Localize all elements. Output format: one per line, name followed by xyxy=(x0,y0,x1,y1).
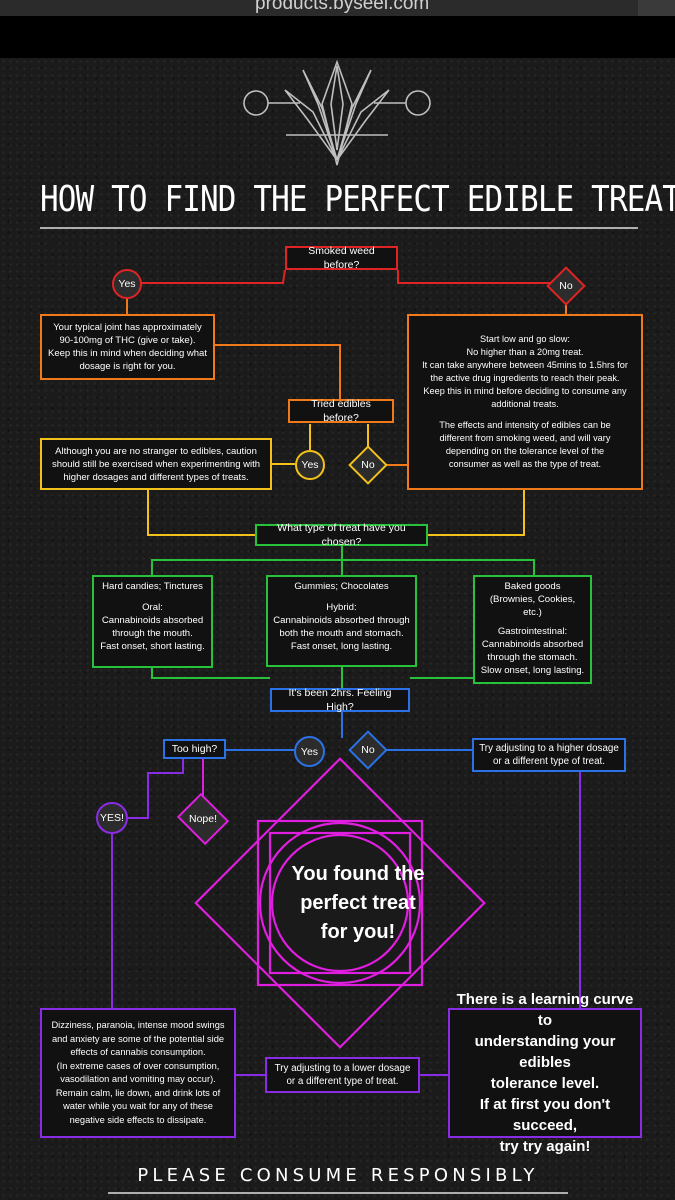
learning-curve-text: There is a learning curve to understandi… xyxy=(456,991,634,1155)
center-star-ornament xyxy=(194,757,486,1049)
page-title: HOW TO FIND THE PERFECT EDIBLE TREAT xyxy=(40,179,675,220)
yes-smoked-node: Yes xyxy=(112,269,142,299)
joint-note-box: Your typical joint has approximately 90-… xyxy=(40,314,215,380)
no-label: No xyxy=(559,280,573,292)
gastro-treat-box: Baked goods (Brownies, Cookies, etc.) Ga… xyxy=(473,575,592,684)
adjust-higher-box: Try adjusting to a higher dosage or a di… xyxy=(472,738,626,772)
hybrid-treat-box: Gummies; Chocolates Hybrid: Cannabinoids… xyxy=(266,575,417,667)
nope-node: Nope! xyxy=(184,808,222,830)
hybrid-title: Gummies; Chocolates xyxy=(294,581,389,592)
too-high-question-box: Too high? xyxy=(163,739,226,759)
type-question-label: What type of treat have you chosen? xyxy=(277,522,406,548)
caution-box: Although you are no stranger to edibles,… xyxy=(40,438,272,490)
no-smoked-node: No xyxy=(553,273,579,299)
url-text[interactable]: products.byseei.com xyxy=(255,0,430,14)
hybrid-body: Hybrid: Cannabinoids absorbed through bo… xyxy=(273,602,410,652)
no-high-node: No xyxy=(355,737,381,763)
gastro-body: Gastrointestinal: Cannabinoids absorbed … xyxy=(480,626,585,676)
black-band xyxy=(0,16,675,58)
no-label: No xyxy=(361,744,375,756)
start-low-box: Start low and go slow: No higher than a … xyxy=(407,314,643,490)
oral-body: Oral: Cannabinoids absorbed through the … xyxy=(100,602,205,652)
browser-top-bar: products.byseei.com xyxy=(0,0,675,16)
joint-note-text: Your typical joint has approximately 90-… xyxy=(48,322,207,372)
adjust-lower-text: Try adjusting to a lower dosage or a dif… xyxy=(274,1063,411,1087)
smoked-question-box: Smoked weed before? xyxy=(285,245,398,271)
start-low-text: Start low and go slow: No higher than a … xyxy=(422,334,628,409)
yes-caps-label: YES! xyxy=(100,812,124,824)
adjust-higher-text: Try adjusting to a higher dosage or a di… xyxy=(479,743,619,767)
perfect-treat-message: You found the perfect treat for you! xyxy=(291,863,425,943)
smoked-question-label: Smoked weed before? xyxy=(308,245,375,271)
yes-high-node: Yes xyxy=(294,736,325,767)
yes-tried-node: Yes xyxy=(295,450,325,480)
yes-label: Yes xyxy=(118,278,136,290)
no-tried-node: No xyxy=(355,452,381,478)
learning-curve-box: There is a learning curve to understandi… xyxy=(448,991,642,1155)
side-effects-box: Dizziness, paranoia, intense mood swings… xyxy=(40,1008,236,1138)
browser-button[interactable] xyxy=(638,0,675,16)
oral-treat-box: Hard candies; Tinctures Oral: Cannabinoi… xyxy=(92,575,213,668)
tried-question-label: Tried edibles before? xyxy=(311,398,371,424)
high-question-label: It's been 2hrs. Feeling High? xyxy=(288,687,392,713)
yes-label: Yes xyxy=(301,459,319,471)
too-high-label: Too high? xyxy=(171,743,218,755)
nope-label: Nope! xyxy=(188,813,218,825)
gastro-title: Baked goods (Brownies, Cookies, etc.) xyxy=(489,581,576,618)
oral-title: Hard candies; Tinctures xyxy=(102,581,203,592)
start-low-text-2: The effects and intensity of edibles can… xyxy=(439,420,611,469)
adjust-lower-box: Try adjusting to a lower dosage or a dif… xyxy=(265,1057,420,1093)
high-question-box: It's been 2hrs. Feeling High? xyxy=(270,687,410,713)
yes-label: Yes xyxy=(300,745,319,758)
tried-question-box: Tried edibles before? xyxy=(288,398,394,424)
yes-too-high-node: YES! xyxy=(96,802,128,834)
leaf-logo-icon xyxy=(243,59,431,166)
caution-text: Although you are no stranger to edibles,… xyxy=(51,445,261,483)
footer-banner: PLEASE CONSUME RESPONSIBLY xyxy=(137,1165,539,1186)
type-question-box: What type of treat have you chosen? xyxy=(255,522,428,548)
side-effects-text: Dizziness, paranoia, intense mood swings… xyxy=(51,1020,225,1125)
no-label: No xyxy=(361,459,375,471)
